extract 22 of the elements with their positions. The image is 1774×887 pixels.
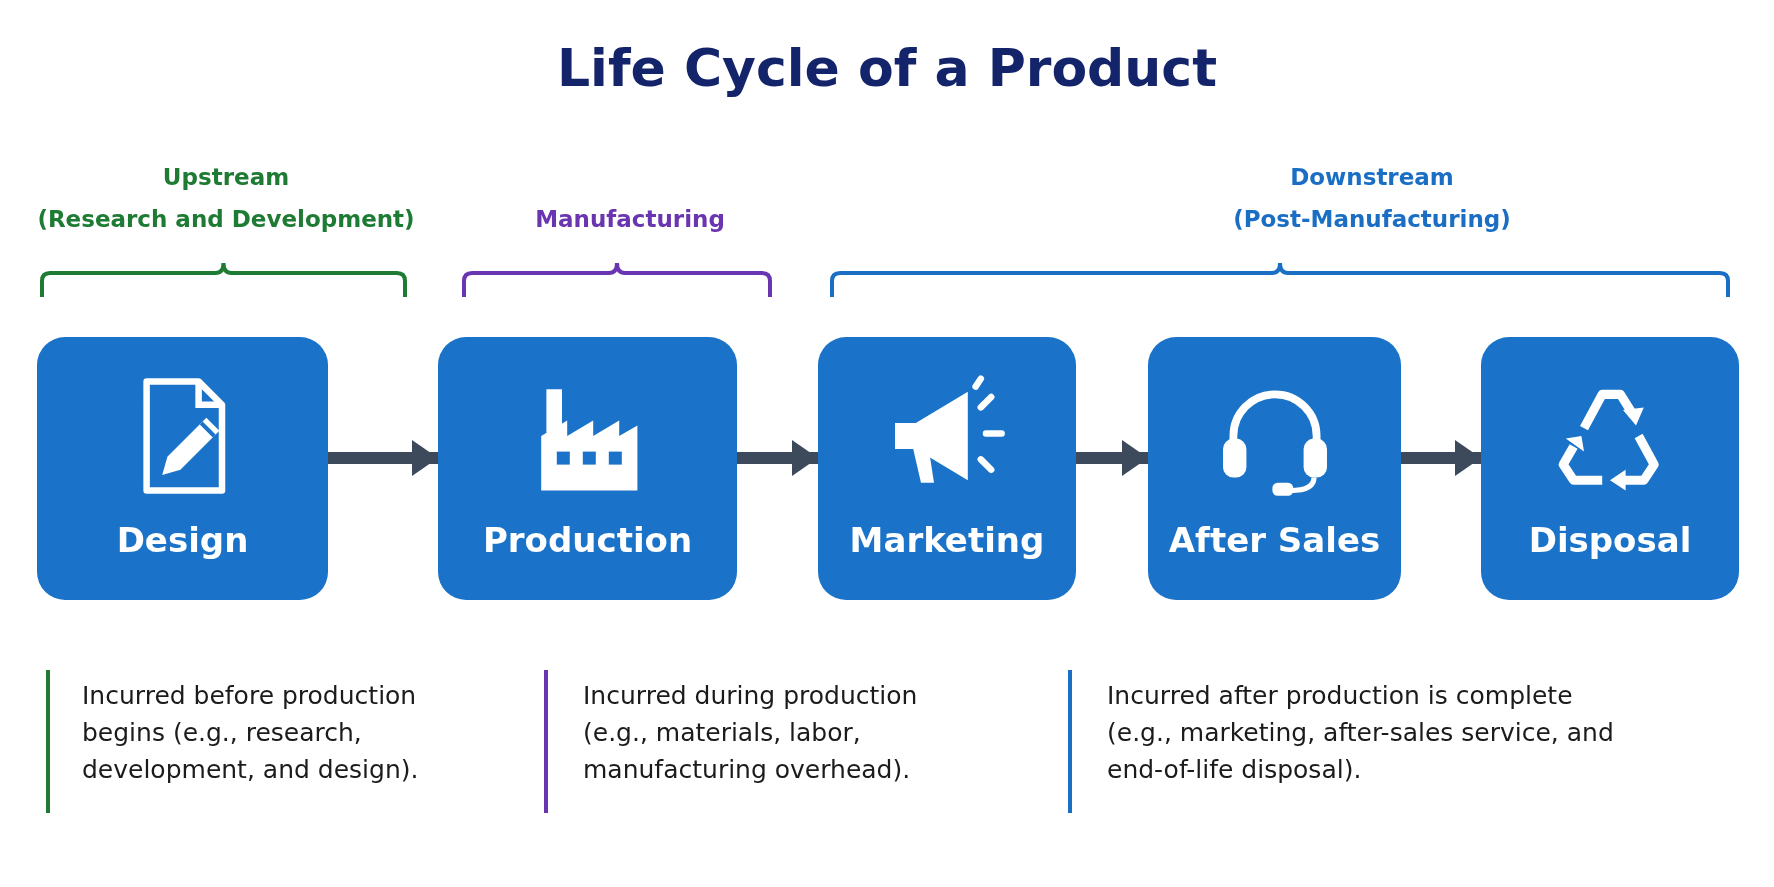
stage-box <box>438 337 737 600</box>
stage-heading: (Research and Development) <box>36 206 416 232</box>
stage-box <box>37 337 328 600</box>
arrow <box>1076 440 1148 476</box>
arrow <box>737 440 818 476</box>
stage-label: After Sales <box>1167 520 1382 560</box>
stage-box <box>1148 337 1401 600</box>
stage-heading: Upstream <box>161 164 291 190</box>
title: Life Cycle of a Product <box>555 38 1219 98</box>
cost-note: Incurred after production is complete (e.g., marketing, after-sales service, and end-of-life disposal). <box>1107 680 1615 786</box>
stage-heading: (Post-Manufacturing) <box>1232 206 1512 232</box>
cost-note: Incurred before production begins (e.g., research, development, and design). <box>82 680 420 786</box>
stage-label: Production <box>481 520 694 560</box>
stage-label: Disposal <box>1527 520 1693 560</box>
stage-box <box>818 337 1076 600</box>
cost-note: Incurred during production (e.g., materials, labor, manufacturing overhead). <box>583 680 919 786</box>
arrow <box>328 440 438 476</box>
stage-heading: Downstream <box>1289 164 1455 190</box>
arrow <box>1401 440 1481 476</box>
stage-label: Marketing <box>848 520 1046 560</box>
stage-box <box>1481 337 1739 600</box>
stage-label: Design <box>115 520 250 560</box>
